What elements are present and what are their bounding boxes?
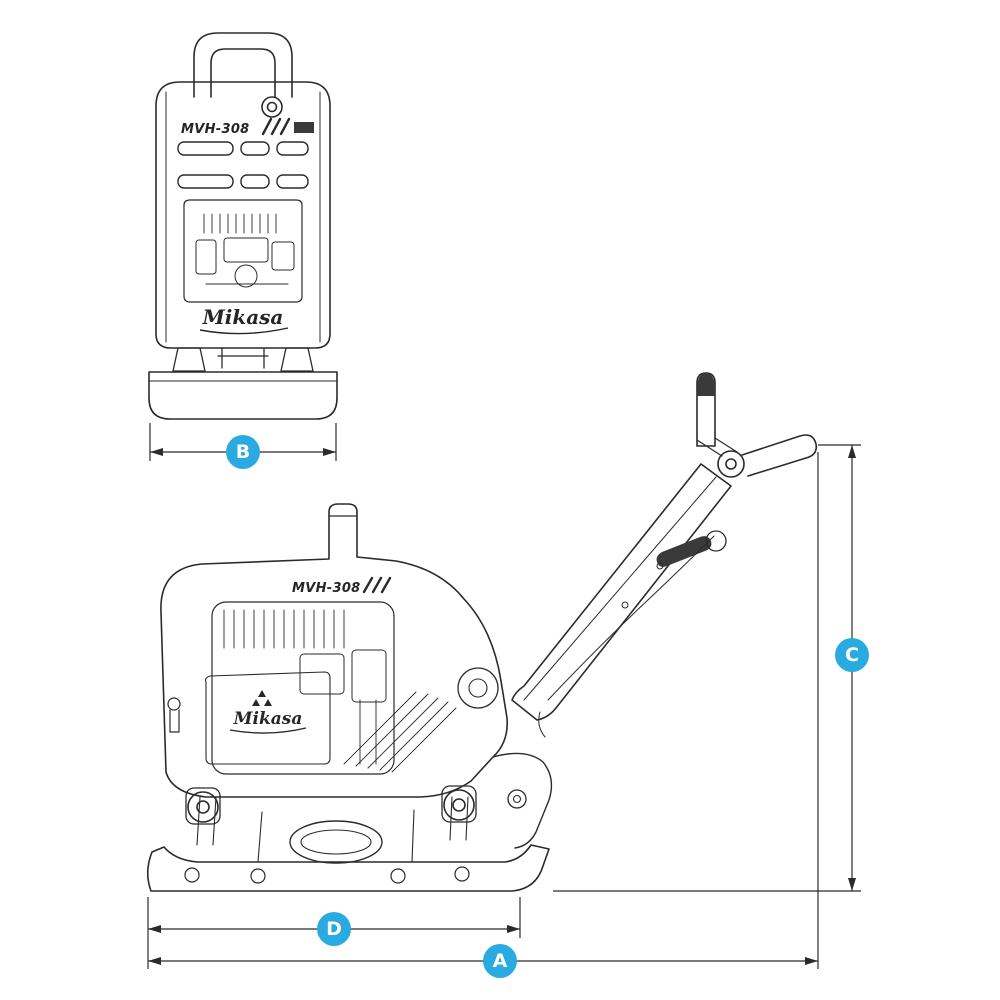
- mid-grip: [656, 536, 712, 567]
- side-brand-logo: Mikasa: [229, 709, 307, 734]
- dimension-badge-C: C: [835, 638, 869, 672]
- brand-underline-swash-side: [229, 727, 307, 734]
- front-view: [148, 32, 338, 420]
- model-slashes-side: [362, 576, 392, 594]
- front-guard: [492, 752, 553, 849]
- front-model-label: MVH-308: [181, 122, 250, 137]
- handle-grip-bar: [741, 434, 818, 477]
- air-filter: [457, 667, 499, 709]
- handle-lever: [696, 372, 716, 447]
- front-base-plate: [148, 371, 338, 420]
- front-body: [155, 81, 331, 349]
- dimension-C-line: [553, 444, 861, 892]
- front-shock-mounts: [172, 347, 314, 372]
- side-model-label: MVH-308: [292, 581, 361, 596]
- side-body: [160, 503, 509, 798]
- model-slashes: [261, 117, 291, 136]
- side-engine: [167, 601, 499, 775]
- fuel-cap: [261, 96, 283, 118]
- dimension-lines: [147, 423, 861, 969]
- side-handle: [511, 372, 818, 738]
- front-vents: [177, 141, 309, 189]
- spec-plate: [294, 122, 314, 133]
- front-brand-logo: Mikasa: [199, 305, 289, 335]
- side-rollers: [185, 785, 527, 846]
- front-engine: [183, 199, 303, 303]
- dimension-badge-D: D: [317, 912, 351, 946]
- drain-plug: [167, 697, 181, 711]
- handle-pivot: [717, 450, 745, 478]
- side-view: [146, 372, 818, 892]
- side-base-plate: [146, 809, 550, 892]
- dimension-badge-B: B: [226, 435, 260, 469]
- side-brand-label: Mikasa: [233, 709, 303, 729]
- plate-oval-opening: [289, 820, 383, 864]
- throttle-cable: [547, 535, 715, 701]
- front-handle: [193, 32, 293, 98]
- brand-mark: [252, 690, 272, 706]
- front-brand-label: Mikasa: [202, 305, 284, 329]
- dimension-badge-A: A: [483, 944, 517, 978]
- brand-underline-swash: [199, 327, 289, 335]
